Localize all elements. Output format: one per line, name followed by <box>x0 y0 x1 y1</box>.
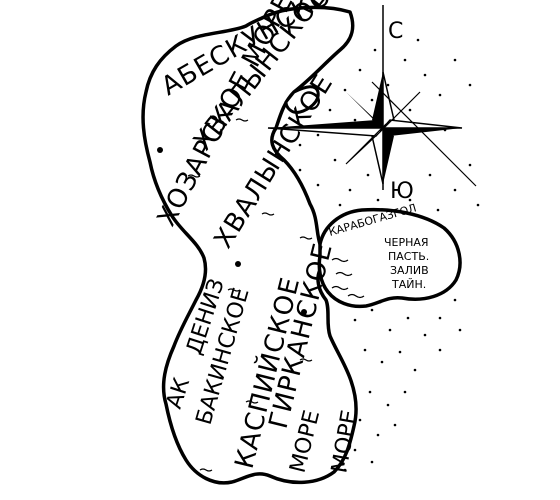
bay-label-line-5: ТАЙН. <box>391 278 426 291</box>
northeast-inlet <box>284 85 320 114</box>
compass-north-label: С <box>388 19 403 44</box>
compass-needle-sw <box>345 123 387 165</box>
compass-needle-east-top <box>381 119 463 129</box>
compass-south-label: Ю <box>390 179 414 204</box>
bay-label-line-3: ПАСТЬ. <box>388 250 429 263</box>
compass-needle-nw <box>346 92 386 132</box>
compass-diagonal-line <box>371 81 477 187</box>
compass-needle-south-right <box>383 128 394 184</box>
sea-waves <box>187 118 313 472</box>
compass-needle-ne <box>379 91 421 133</box>
bay-waves <box>331 257 365 299</box>
island-dots <box>157 147 307 315</box>
sea-outline <box>141 5 358 485</box>
compass-rose: С Ю <box>267 5 477 204</box>
bay-label-line-2: ЧЕРНАЯ <box>384 236 429 249</box>
compass-needle-north-left <box>372 72 383 128</box>
compass-needle-west-top <box>268 120 383 128</box>
bay-label-line-4: ЗАЛИВ <box>390 264 429 277</box>
kara-bogaz-gol-bay <box>317 207 462 309</box>
